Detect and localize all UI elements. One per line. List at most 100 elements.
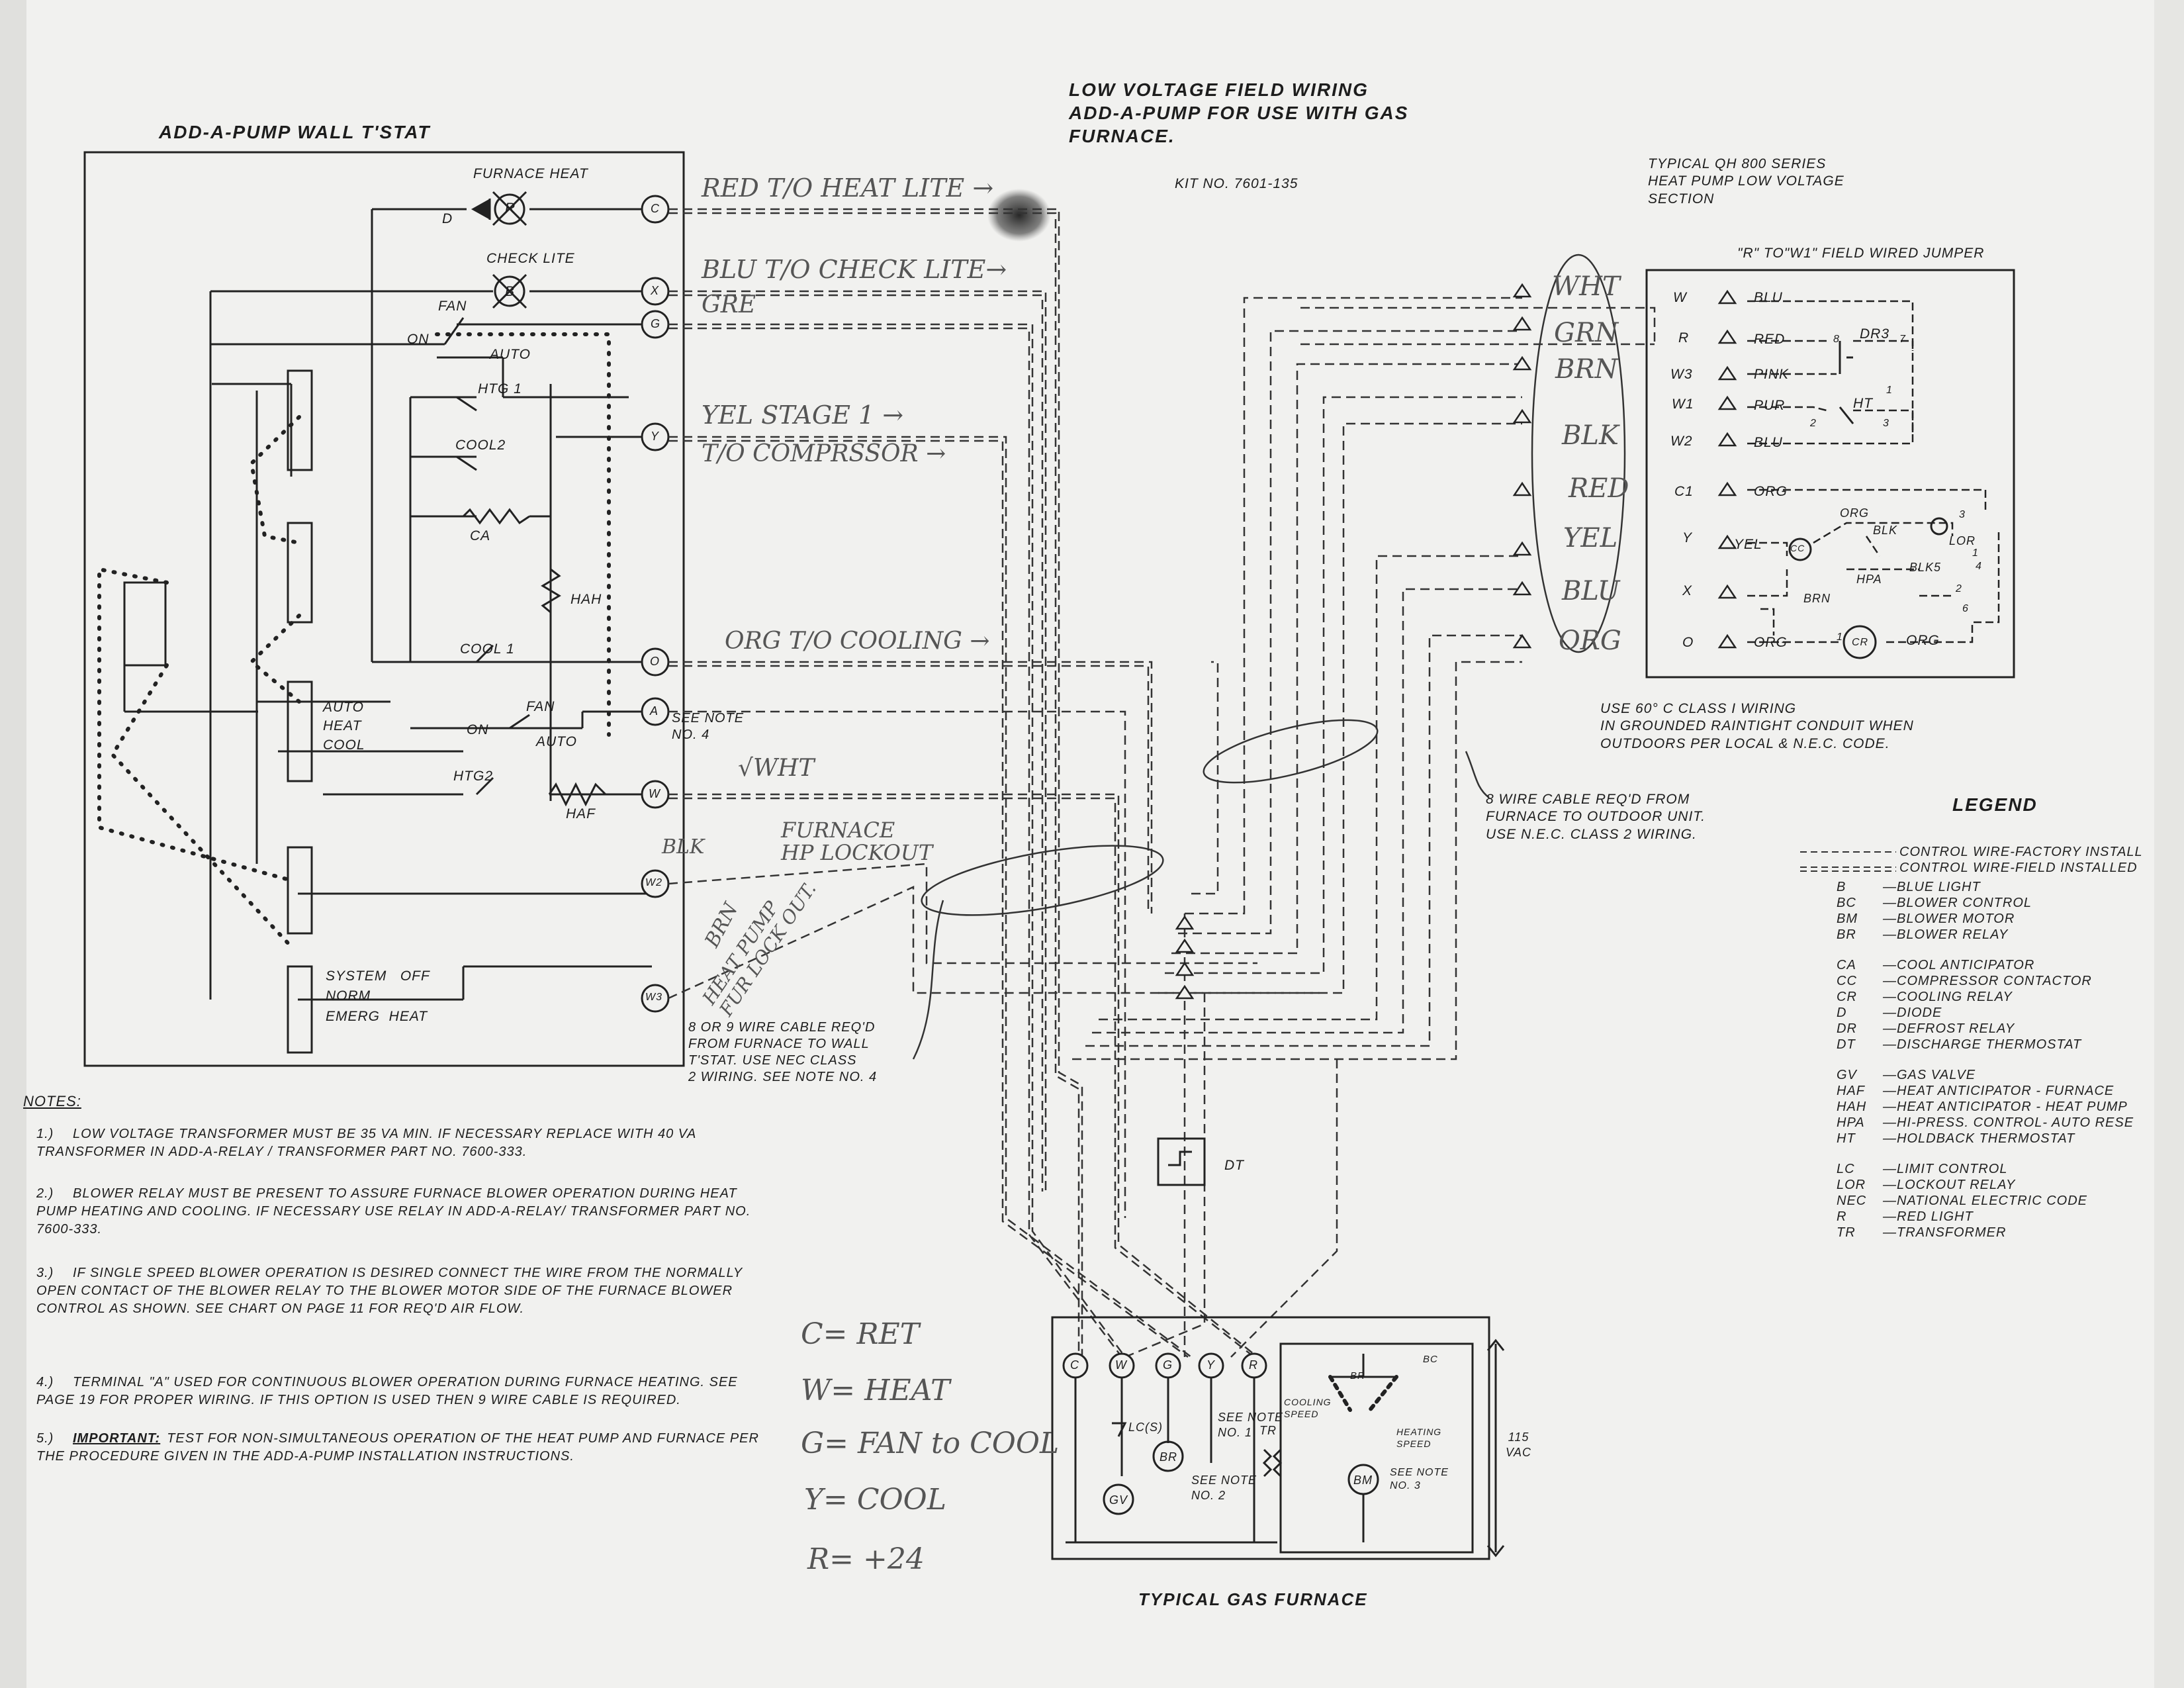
notes-title: NOTES: [23, 1093, 81, 1109]
lcs-label: LC(S) [1128, 1421, 1163, 1434]
legend-item: GV— GAS VALVE [1837, 1067, 1976, 1083]
legend-dash: — [1883, 1131, 1897, 1146]
note-number: 4.) [36, 1375, 54, 1389]
legend-abbreviation: HPA [1837, 1115, 1865, 1130]
legend-dash: — [1883, 1194, 1897, 1208]
legend-abbreviation: LOR [1837, 1178, 1866, 1192]
legend-abbreviation: DR [1837, 1021, 1857, 1036]
hand-blu: BLU T/O CHECK LITE→ [702, 255, 1007, 284]
see-note-3: SEE NOTENo. 3 [1390, 1467, 1449, 1491]
legend-abbreviation: D [1837, 1006, 1847, 1020]
furnace-terminal-w: W [1115, 1358, 1127, 1372]
ink-stain [987, 189, 1051, 242]
legend-meaning: DEFROST RELAY [1897, 1021, 2015, 1036]
hand-red: RED T/O HEAT LITE → [702, 173, 994, 203]
blue-light-label: B [505, 284, 516, 299]
legend-dash: — [1883, 1209, 1897, 1224]
legend-meaning: HEAT ANTICIPATOR - HEAT PUMP [1897, 1100, 2128, 1114]
legend-dash: — [1883, 1037, 1897, 1052]
legend-abbreviation: TR [1837, 1225, 1856, 1240]
discharge-thermostat [1157, 1137, 1206, 1186]
legend-dash: — [1883, 974, 1897, 988]
furnace-box [1051, 1316, 1505, 1560]
blower-motor-label: BM [1353, 1474, 1373, 1487]
legend-dash: — [1883, 1162, 1897, 1176]
r-small-label: 2 [1956, 583, 1962, 594]
hand-wht: √WHT [738, 755, 815, 782]
legend-meaning: HEAT ANTICIPATOR - FURNACE [1897, 1084, 2115, 1098]
field-wiring [668, 208, 1656, 1358]
legend-abbreviation: R [1837, 1209, 1847, 1224]
note-number: 5.) [36, 1431, 54, 1446]
haf-label: HAF [566, 806, 596, 821]
legend-dash: — [1883, 912, 1897, 926]
note-item: 5.)IMPORTANT:TEST FOR NON-SIMULTANEOUS O… [36, 1430, 771, 1466]
tstat-terminal-a: A [650, 704, 659, 718]
legend-item: BR— BLOWER RELAY [1837, 927, 2008, 943]
furnace-terminal-y: Y [1206, 1358, 1216, 1372]
legend-meaning: LOCKOUT RELAY [1897, 1178, 2016, 1192]
note-text: LOW VOLTAGE TRANSFORMER MUST BE 35 VA MI… [36, 1127, 696, 1159]
legend-dash: — [1883, 1021, 1897, 1036]
note-text: IF SINGLE SPEED BLOWER OPERATION IS DESI… [36, 1266, 743, 1316]
cc-label: CC [1790, 543, 1805, 553]
legend-dash: — [1883, 1084, 1897, 1098]
legend-meaning: BLOWER MOTOR [1897, 912, 2015, 926]
lor-contact-1: 1 [1972, 547, 1979, 559]
legend-title: LEGEND [1952, 794, 2038, 815]
legend-item: DT— DISCHARGE THERMOSTAT [1837, 1037, 2081, 1053]
on2-label: ON [467, 722, 489, 737]
legend-abbreviation: B [1837, 880, 1846, 894]
legend-item: B— BLUE LIGHT [1837, 879, 1981, 895]
legend-meaning: DIODE [1897, 1006, 1942, 1020]
blower-relay-label: BR [1160, 1450, 1178, 1464]
note-number: 3.) [36, 1266, 54, 1280]
hand-yel: YEL STAGE 1 → [702, 400, 904, 430]
legend-meaning: BLOWER RELAY [1897, 927, 2009, 942]
note-number: 1.) [36, 1127, 54, 1141]
note-text: BLOWER RELAY MUST BE PRESENT TO ASSURE F… [36, 1186, 751, 1237]
legend-item: CC— COMPRESSOR CONTACTOR [1837, 973, 2092, 989]
legend-line-items: CONTROL WIRE-FACTORY INSTALL CONTROL WIR… [1899, 844, 2143, 876]
r-small2-label: 6 [1962, 603, 1969, 614]
legend-abbreviation: BC [1837, 896, 1856, 910]
kit-number: KIT NO. 7601-135 [1175, 176, 1298, 191]
legend-meaning: BLUE LIGHT [1897, 880, 1981, 894]
legend-abbreviation: BR [1837, 927, 1856, 942]
check-lite-label: CHECK LITE [486, 251, 575, 266]
legend-dash: — [1883, 1225, 1897, 1240]
legend-item: HPA— HI-PRESS. CONTROL- AUTO RESE [1837, 1115, 2134, 1131]
tstat-terminal-o: O [650, 655, 660, 668]
tstat-terminal-w3: W3 [645, 992, 662, 1003]
thermostat-title: ADD-A-PUMP WALL T'STAT [159, 122, 431, 142]
legend-item: NEC— NATIONAL ELECTRIC CODE [1837, 1193, 2087, 1209]
ht-contact-3: 3 [1883, 418, 1889, 429]
bc-label: BC [1423, 1354, 1438, 1365]
tstat-terminal-g: G [651, 317, 661, 330]
hpa-label: HPA [1856, 573, 1882, 586]
legend-dash: — [1883, 1100, 1897, 1114]
note-text: TEST FOR NON-SIMULTANEOUS OPERATION OF T… [36, 1431, 759, 1464]
dr-contact-8: 8 [1833, 334, 1840, 345]
legend-item: HAH— HEAT ANTICIPATOR - HEAT PUMP [1837, 1099, 2128, 1115]
auto2-label: AUTO [536, 734, 577, 749]
htg1-label: HTG 1 [478, 381, 522, 397]
legend-abbreviation: CC [1837, 974, 1857, 988]
jumper-label: "R" TO"W1" FIELD WIRED JUMPER [1737, 246, 1985, 261]
legend-dash: — [1883, 1068, 1897, 1082]
legend-item: BC— BLOWER CONTROL [1837, 895, 2032, 911]
legend-abbreviation: HAF [1837, 1084, 1865, 1098]
br2-label: BR [1350, 1370, 1365, 1382]
legend-abbreviation: NEC [1837, 1194, 1867, 1208]
legend-item: CA— COOL ANTICIPATOR [1837, 957, 2034, 973]
